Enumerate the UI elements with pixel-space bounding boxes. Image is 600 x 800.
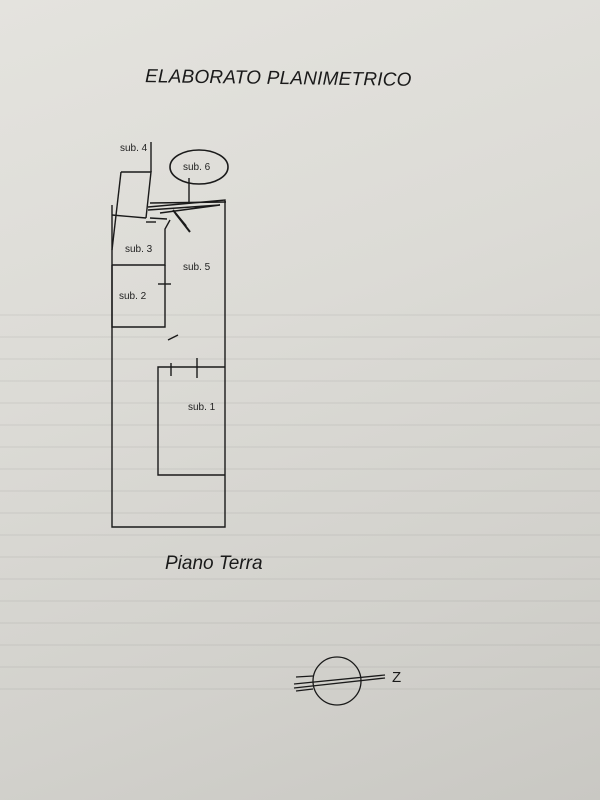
sub4-label: sub. 4 [120, 143, 148, 154]
sub5-label: sub. 5 [183, 262, 211, 273]
outer-wall [111, 205, 226, 528]
sub6-label: sub. 6 [183, 162, 211, 173]
sub4-outline [121, 171, 152, 219]
sub2-label: sub. 2 [119, 291, 147, 302]
compass-label: Z [392, 669, 401, 686]
sub2-outline [111, 265, 166, 328]
bleed-through-text [0, 300, 600, 700]
sub1-outline [157, 366, 225, 476]
floor-caption: Piano Terra [165, 553, 263, 574]
sub3-label: sub. 3 [125, 244, 153, 255]
north-compass-icon [293, 656, 386, 706]
sub3-outline [112, 219, 171, 266]
sub1-label: sub. 1 [188, 402, 216, 413]
